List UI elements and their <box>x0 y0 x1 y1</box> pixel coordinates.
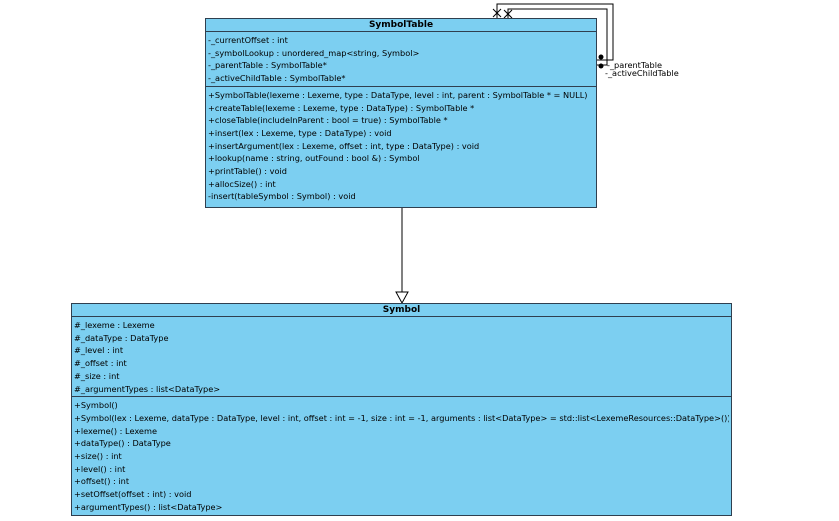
operation-line: +setOffset(offset : int) : void <box>74 489 192 500</box>
attribute-line: -_activeChildTable : SymbolTable* <box>208 73 346 84</box>
symbol-table-attributes: -_currentOffset : int -_symbolLookup : un… <box>206 32 596 87</box>
operation-line: +closeTable(includeInParent : bool = tru… <box>208 115 448 126</box>
active-child-table-role-label: -_activeChildTable <box>605 68 679 78</box>
operation-line: +createTable(lexeme : Lexeme, type : Dat… <box>208 102 475 113</box>
attribute-line: #_dataType : DataType <box>74 332 169 343</box>
generalization-arrowhead <box>395 291 409 305</box>
symbol-class[interactable]: Symbol #_lexeme : Lexeme #_dataType : Dat… <box>71 303 732 516</box>
symbol-attributes: #_lexeme : Lexeme #_dataType : DataType #_… <box>72 317 731 398</box>
attribute-line: #_lexeme : Lexeme <box>74 320 155 330</box>
symbol-table-class[interactable]: SymbolTable -_currentOffset : int -_symbo… <box>205 18 597 208</box>
operation-line: +Symbol() <box>74 400 118 411</box>
association-end-dot-child <box>598 63 604 69</box>
parent-table-role-label: -_parentTable <box>607 60 662 70</box>
attribute-line: -_symbolLookup : unordered_map<string, S… <box>208 47 420 58</box>
operation-line: +dataType() : DataType <box>74 438 171 449</box>
operation-line: +SymbolTable(lexeme : Lexeme, type : Dat… <box>208 89 588 100</box>
operation-line: +level() : int <box>74 463 126 474</box>
operation-line: +allocSize() : int <box>208 178 276 189</box>
self-association-child-line[interactable] <box>507 8 608 66</box>
operation-line: +offset() : int <box>74 476 130 487</box>
symbol-class-name: Symbol <box>72 304 731 317</box>
attribute-line: #_size : int <box>74 370 120 381</box>
operation-line: +insertArgument(lex : Lexeme, offset : i… <box>208 140 480 151</box>
attribute-line: #_offset : int <box>74 358 127 369</box>
operation-line: +lookup(name : string, outFound : bool &… <box>208 153 420 164</box>
operation-line: +printTable() : void <box>208 166 287 177</box>
attribute-line: #_argumentTypes : list<DataType> <box>74 383 221 394</box>
non-navigable-x-mark <box>492 8 513 19</box>
operation-line: +Symbol(lex : Lexeme, dataType : DataTyp… <box>74 412 729 423</box>
association-end-dot-parent <box>598 54 604 60</box>
operation-line: -insert(tableSymbol : Symbol) : void <box>208 191 356 202</box>
attribute-line: -_parentTable : SymbolTable* <box>208 60 327 71</box>
symbol-operations: +Symbol()+Symbol(lex : Lexeme, dataType … <box>72 397 731 514</box>
operation-line: +lexeme() : Lexeme <box>74 425 157 436</box>
symbol-table-operations: +SymbolTable(lexeme : Lexeme, type : Dat… <box>206 87 596 204</box>
operation-line: +argumentTypes() : list<DataType> <box>74 501 223 512</box>
operation-line: +size() : int <box>74 451 122 462</box>
self-association-parent-line[interactable] <box>496 3 614 61</box>
attribute-line: #_level : int <box>74 345 124 356</box>
symbol-table-class-name: SymbolTable <box>206 19 596 32</box>
attribute-line: -_currentOffset : int <box>208 35 288 45</box>
operation-line: +insert(lex : Lexeme, type : DataType) :… <box>208 127 392 138</box>
